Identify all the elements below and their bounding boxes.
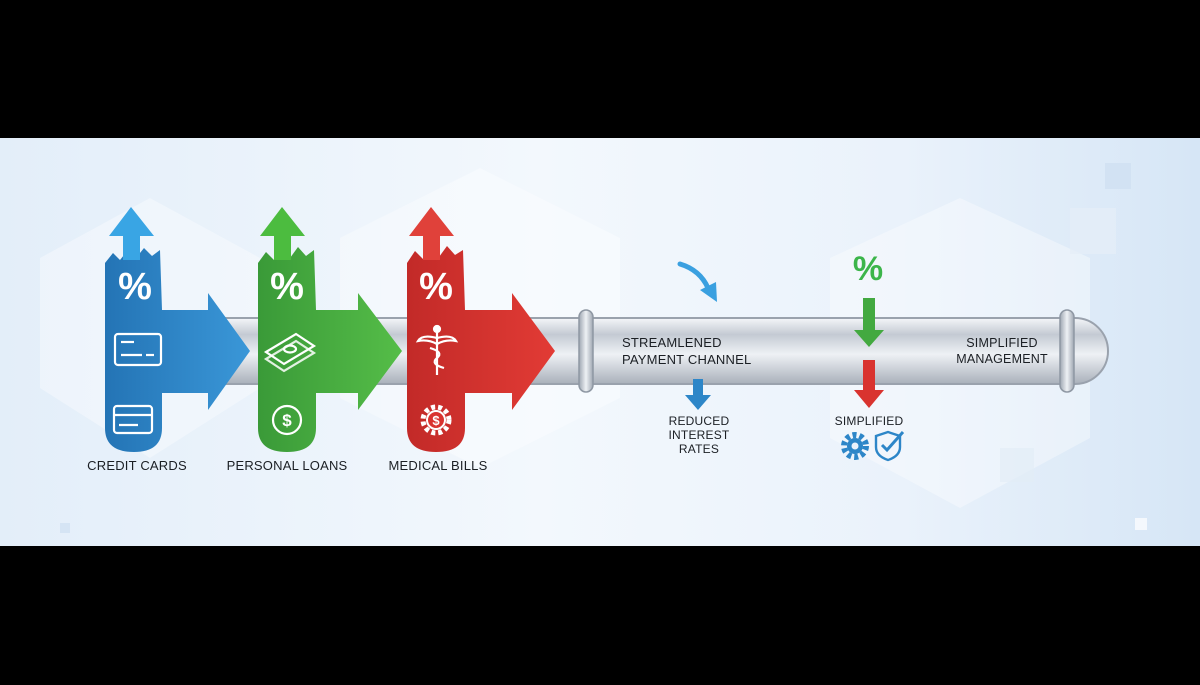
label-medical-bills: MEDICAL BILLS <box>388 458 488 473</box>
cash-stack-icon <box>263 332 317 373</box>
caduceus-icon <box>415 324 459 375</box>
credit-card-icon <box>113 332 163 367</box>
diagram-stage: $ $ <box>0 138 1200 546</box>
source-medical-bills: $ <box>407 207 555 452</box>
card-icon <box>112 404 154 435</box>
down-arrow-red-icon <box>854 360 884 408</box>
management-line-2: MANAGEMENT <box>956 352 1048 366</box>
reduced-line-2: INTEREST <box>668 428 730 442</box>
label-simplified-management: SIMPLIFIED MANAGEMENT <box>956 335 1048 367</box>
label-reduced-interest: REDUCED INTEREST RATES <box>669 414 730 456</box>
svg-text:$: $ <box>282 411 292 430</box>
source-credit-cards <box>105 207 250 452</box>
percent-symbol-simplified: % <box>852 250 884 288</box>
shield-check-icon <box>874 430 905 462</box>
down-arrow-green-icon <box>854 298 884 347</box>
svg-text:$: $ <box>432 413 440 428</box>
gear-icon <box>841 432 869 460</box>
percent-symbol-red: % <box>419 266 453 308</box>
percent-symbol-green: % <box>270 266 304 308</box>
reduced-line-1: REDUCED <box>668 414 730 428</box>
percent-symbol-blue: % <box>118 266 152 308</box>
dollar-coin-icon: $ <box>271 404 303 436</box>
diagram-graphics: $ $ <box>40 163 1147 533</box>
management-line-1: SIMPLIFIED <box>966 336 1038 350</box>
up-arrow-icon <box>109 207 154 260</box>
down-arrow-blue-icon <box>685 379 711 410</box>
dollar-gear-icon: $ <box>420 404 452 436</box>
up-arrow-icon <box>409 207 454 260</box>
label-simplified: SIMPLIFIED <box>834 414 904 428</box>
payment-channel-line-1: STREAMLENED <box>622 335 722 350</box>
source-personal-loans: $ <box>258 207 402 452</box>
curved-arrow-icon <box>677 261 717 302</box>
label-payment-channel: STREAMLENED PAYMENT CHANNEL <box>622 334 751 368</box>
reduced-line-3: RATES <box>678 442 720 456</box>
up-arrow-icon <box>260 207 305 260</box>
label-credit-cards: CREDIT CARDS <box>87 458 187 473</box>
payment-channel-line-2: PAYMENT CHANNEL <box>622 352 752 367</box>
label-personal-loans: PERSONAL LOANS <box>226 458 348 473</box>
background-squares <box>60 163 1147 533</box>
